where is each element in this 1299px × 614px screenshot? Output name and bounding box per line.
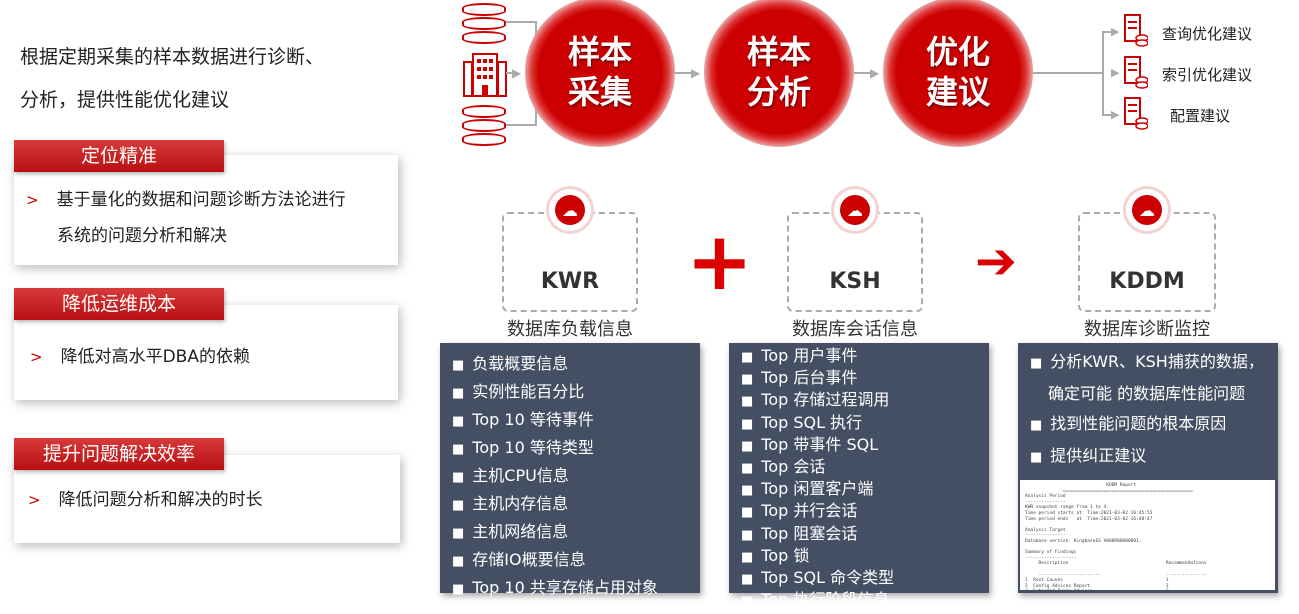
feature-bullet: > 降低对高水平DBA的依赖 [30,339,250,375]
cloud-icon: ☁ [549,189,591,231]
step-sample-analysis: 样本分析 [704,0,854,147]
bullet-text: 降低对高水平DBA的依赖 [60,347,250,367]
feature-title: 提升问题解决效率 [14,438,224,470]
list-item: 存储IO概要信息 [452,547,700,575]
config-report-icon [1124,97,1148,130]
arrowhead-icon: ▶ [512,66,522,80]
output-label: 配置建议 [1170,107,1231,125]
list-item: 主机网络信息 [452,519,700,547]
list-item: Top SQL 执行 [741,413,989,435]
step-sample-collection: 样本采集 [525,0,675,147]
arrow-right-icon: ➔ [975,232,1017,290]
output-label: 索引优化建议 [1162,66,1253,84]
list-item: Top 阻塞会话 [741,524,989,546]
list-item: Top 执行阶段信息 [741,590,989,612]
plus-icon: + [686,215,754,308]
module-caption: 数据库会话信息 [792,319,918,340]
database-icon [462,105,506,147]
cloud-icon: ☁ [1126,189,1168,231]
arrowhead-icon: ▶ [691,66,701,80]
chevron-icon: > [30,348,43,366]
list-item: Top 闲置客户端 [741,479,989,501]
bullet-text: 系统的问题分析和解决 [57,226,227,246]
list-item: 分析KWR、KSH捕获的数据，确定可能 的数据库性能问题 [1030,347,1264,409]
list-item: Top 锁 [741,546,989,568]
list-item: Top 带事件 SQL [741,435,989,457]
list-item: 实例性能百分比 [452,379,700,407]
chevron-icon: > [26,191,39,209]
list-item: Top 并行会话 [741,501,989,523]
list-item: Top 会话 [741,457,989,479]
kwr-panel: 负载概要信息 实例性能百分比 Top 10 等待事件 Top 10 等待类型 主… [440,343,700,597]
intro-text: 根据定期采集的样本数据进行诊断、 分析，提供性能优化建议 [20,36,324,122]
intro-line: 分析，提供性能优化建议 [20,89,230,111]
bullet-text: 降低问题分析和解决的时长 [58,490,263,510]
feature-title: 定位精准 [14,140,224,172]
list-item: 提供纠正建议 [1030,441,1264,473]
list-item: Top 后台事件 [741,368,989,390]
query-report-icon [1124,14,1148,47]
list-item: Top 存储过程调用 [741,390,989,412]
arrowhead-icon: ▶ [1111,108,1120,121]
module-caption: 数据库诊断监控 [1084,319,1210,340]
kddm-report-preview: KDDM Report ============================… [1020,480,1275,590]
database-icon [462,3,506,45]
list-item: 负载概要信息 [452,351,700,379]
list-item: Top SQL 命令类型 [741,568,989,590]
list-item: Top 10 等待事件 [452,407,700,435]
feature-title: 降低运维成本 [14,288,224,320]
list-item: Top 10 等待类型 [452,435,700,463]
building-icon [463,53,507,97]
list-item: Top 10 共享存储占用对象 [452,575,700,603]
cloud-icon: ☁ [834,189,876,231]
feature-card-cost [14,305,398,400]
module-caption: 数据库负载信息 [507,319,633,340]
arrowhead-icon: ▶ [1111,66,1120,79]
step-optimization-advice: 优化建议 [883,0,1033,147]
feature-bullet: > 降低问题分析和解决的时长 [28,482,263,518]
feature-bullet: > 基于量化的数据和问题诊断方法论进行 [26,182,346,218]
arrowhead-icon: ▶ [1111,25,1120,38]
chevron-icon: > [28,491,41,509]
index-report-icon [1124,56,1148,89]
output-label: 查询优化建议 [1162,25,1253,43]
list-item: 找到性能问题的根本原因 [1030,409,1264,441]
arrowhead-icon: ▶ [870,66,880,80]
ksh-panel: Top 用户事件 Top 后台事件 Top 存储过程调用 Top SQL 执行 … [729,343,989,609]
bullet-text: 基于量化的数据和问题诊断方法论进行 [56,190,346,210]
list-item: 主机内存信息 [452,491,700,519]
intro-line: 根据定期采集的样本数据进行诊断、 [20,46,325,68]
feature-card-precision [14,155,398,265]
list-item: Top 用户事件 [741,346,989,368]
list-item: 主机CPU信息 [452,463,700,491]
